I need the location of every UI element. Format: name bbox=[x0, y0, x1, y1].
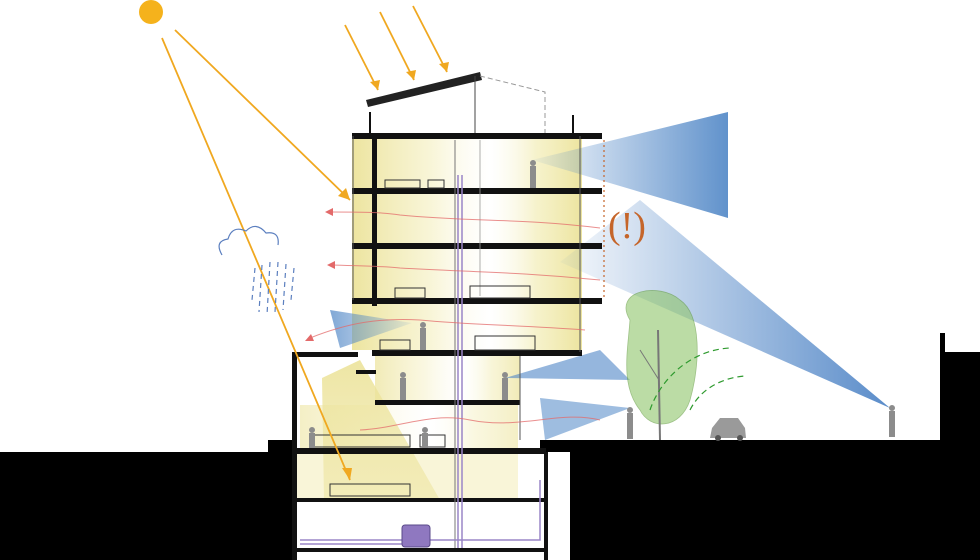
person-icon bbox=[889, 405, 895, 437]
person-icon bbox=[309, 427, 315, 448]
lightwell-daylight bbox=[322, 360, 440, 500]
sun-ray-arrowheads bbox=[338, 62, 449, 480]
solar-panel bbox=[366, 72, 482, 107]
wind-arcs bbox=[649, 347, 746, 411]
ground-left bbox=[0, 452, 296, 560]
slab-floor-2 bbox=[372, 350, 582, 356]
sun-ray-roof-3 bbox=[412, 5, 448, 73]
ground-right bbox=[540, 333, 980, 560]
slab-basement bbox=[296, 498, 546, 502]
basement-floor bbox=[296, 548, 546, 552]
core-column bbox=[372, 136, 377, 306]
person-icon bbox=[422, 427, 428, 448]
rain-cloud-icon bbox=[218, 225, 295, 316]
terrace-edge bbox=[356, 370, 376, 374]
person-icon bbox=[627, 407, 633, 439]
person-icon bbox=[400, 372, 406, 400]
street-curb bbox=[268, 440, 296, 454]
plant-box bbox=[401, 524, 431, 548]
tree-icon bbox=[625, 290, 698, 441]
view-cone-top bbox=[532, 112, 728, 218]
furniture bbox=[309, 179, 536, 497]
slab-ground bbox=[296, 448, 546, 454]
view-cone-street bbox=[540, 398, 630, 440]
lightwell-parapet bbox=[292, 352, 358, 357]
view-cone-long bbox=[560, 200, 890, 408]
sun-icon bbox=[139, 0, 163, 24]
roof-solar bbox=[366, 72, 574, 133]
sun-ray-roof-2 bbox=[379, 11, 415, 81]
air-flows bbox=[309, 211, 601, 431]
daylight-floor-3 bbox=[375, 355, 520, 400]
building-structure bbox=[292, 133, 602, 560]
wall-left-basement bbox=[292, 352, 297, 560]
slab-floor-5 bbox=[352, 188, 602, 194]
slab-floor-4 bbox=[352, 243, 602, 249]
slab-floor-1 bbox=[375, 400, 520, 405]
air-flow-arrowheads bbox=[305, 208, 335, 341]
sun-ray-2 bbox=[161, 37, 351, 481]
sun-rays bbox=[161, 5, 448, 481]
wall-right-basement bbox=[544, 452, 548, 560]
view-cone-terrace bbox=[505, 350, 630, 380]
slab-floor-3 bbox=[352, 298, 602, 304]
people bbox=[309, 160, 895, 448]
roof-slab bbox=[352, 133, 602, 139]
view-cone-floor3 bbox=[330, 310, 412, 348]
sun-ray-1 bbox=[174, 29, 351, 201]
warning-icon: (!) bbox=[608, 205, 646, 247]
person-icon bbox=[420, 322, 426, 350]
car-icon bbox=[710, 418, 746, 441]
ventilation-ducts bbox=[300, 175, 541, 548]
sun-ray-roof-1 bbox=[344, 24, 379, 91]
person-icon bbox=[502, 372, 508, 400]
person-icon bbox=[530, 160, 536, 188]
ramp-space bbox=[545, 452, 570, 560]
